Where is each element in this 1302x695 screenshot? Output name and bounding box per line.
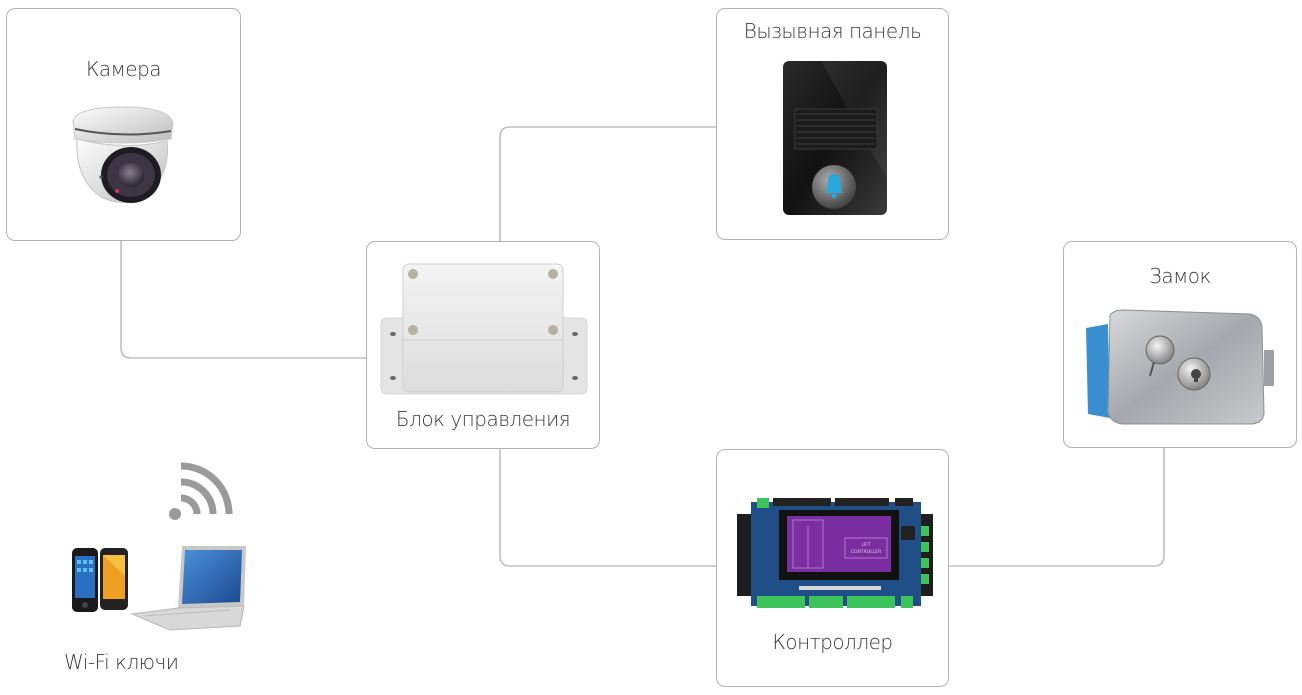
camera-label: Камера xyxy=(85,57,162,81)
connection-control-unit-call-panel xyxy=(499,126,716,241)
board-text-line-2: CONTROLLER xyxy=(851,549,881,555)
controller-board-icon: LIFT CONTROLLER xyxy=(737,498,933,608)
call-panel-node[interactable]: Вызывная панель xyxy=(716,8,949,240)
lock-label: Замок xyxy=(1149,264,1211,288)
call-panel-label: Вызывная панель xyxy=(743,19,922,43)
connection-camera-control-unit xyxy=(120,241,366,359)
connection-control-unit-controller xyxy=(499,449,716,567)
dome-camera-icon xyxy=(72,106,174,203)
smartphone-icon xyxy=(72,548,128,612)
enclosure-box-icon xyxy=(380,263,588,395)
intercom-call-panel-icon xyxy=(783,61,887,215)
control-unit-node[interactable]: Блок управления xyxy=(366,241,600,449)
lock-node[interactable]: Замок xyxy=(1063,241,1297,448)
wifi-keys-label: Wi-Fi ключи xyxy=(64,650,179,674)
wifi-signal-icon xyxy=(169,462,233,520)
board-text-line-1: LIFT xyxy=(861,542,870,548)
controller-node[interactable]: LIFT CONTROLLER Контроллер xyxy=(716,449,949,687)
connection-controller-lock xyxy=(949,448,1165,567)
electromechanical-lock-icon xyxy=(1086,309,1274,425)
control-unit-label: Блок управления xyxy=(395,407,571,431)
controller-label: Контроллер xyxy=(772,630,893,654)
camera-node[interactable]: Камера xyxy=(6,8,241,241)
laptop-icon xyxy=(130,546,246,631)
